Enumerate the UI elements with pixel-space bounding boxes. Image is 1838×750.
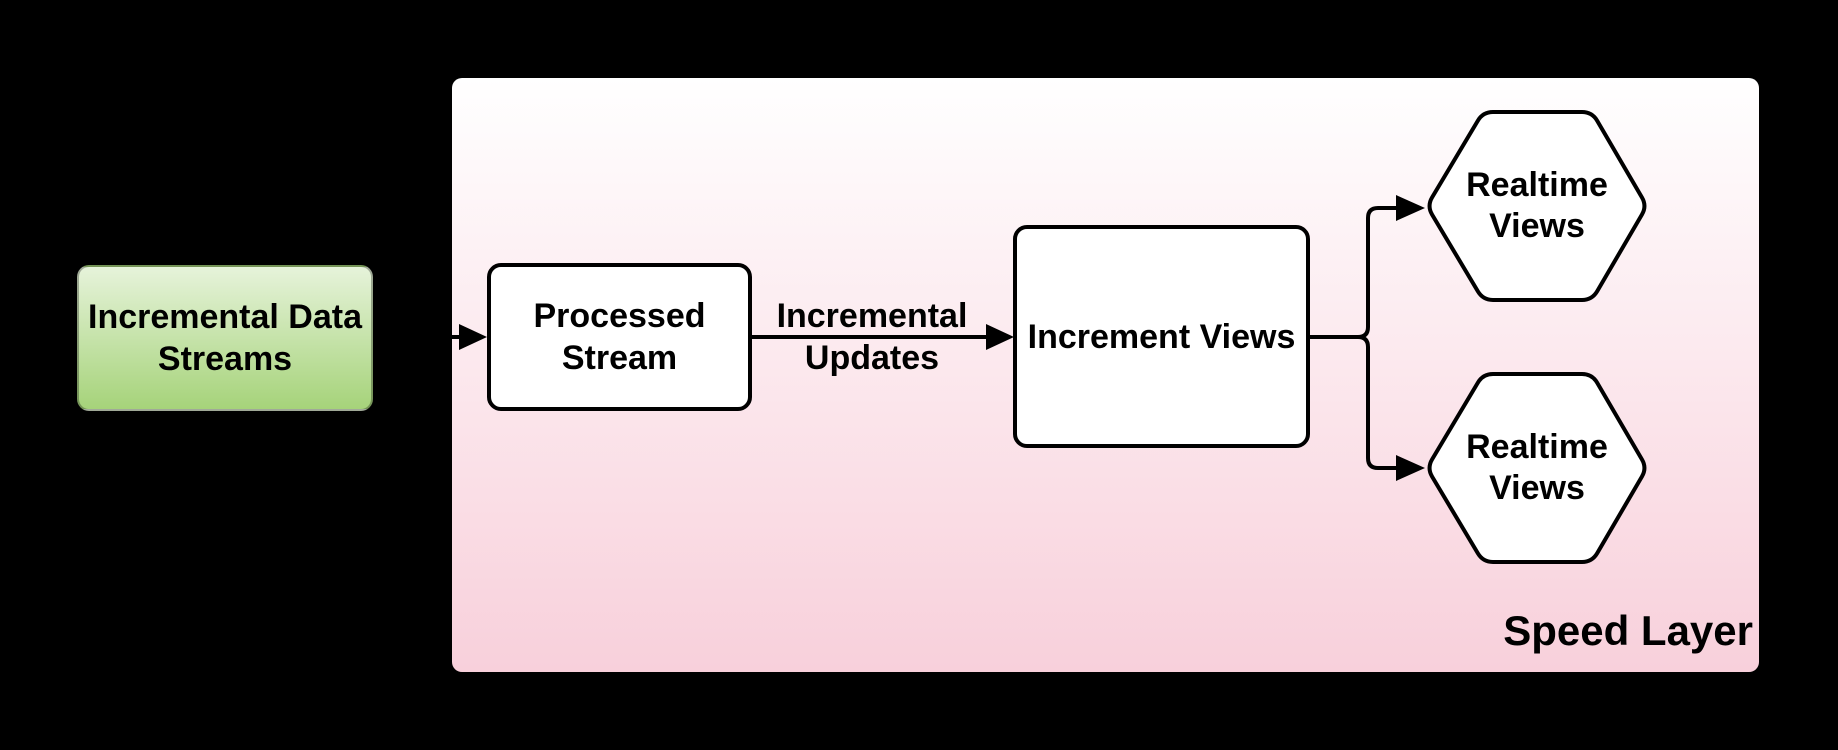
increment-views-node: Increment Views bbox=[1013, 225, 1310, 448]
processed-stream-label-line2: Stream bbox=[561, 339, 678, 377]
incremental-updates-edge-label: Incremental Updates bbox=[722, 295, 1022, 379]
realtime-views-bottom-label: Realtime Views bbox=[1427, 374, 1647, 562]
realtime-views-bottom-line1: Realtime bbox=[1466, 428, 1608, 466]
processed-stream-label-line1: Processed bbox=[533, 297, 706, 335]
speed-layer-label: Speed Layer bbox=[1503, 607, 1753, 654]
incremental-updates-line2: Updates bbox=[804, 339, 940, 377]
increment-views-label: Increment Views bbox=[1027, 317, 1296, 356]
realtime-views-top-label: Realtime Views bbox=[1427, 112, 1647, 300]
incremental-updates-line1: Incremental bbox=[776, 297, 968, 335]
incremental-data-streams-node: Incremental Data Streams bbox=[77, 265, 373, 411]
processed-stream-node: Processed Stream bbox=[487, 263, 752, 411]
realtime-views-top-line2: Views bbox=[1489, 207, 1585, 245]
incremental-data-streams-label-line2: Streams bbox=[157, 340, 293, 378]
realtime-views-bottom-line2: Views bbox=[1489, 469, 1585, 507]
incremental-data-streams-label-line1: Incremental Data bbox=[88, 298, 362, 336]
realtime-views-top-line1: Realtime bbox=[1466, 166, 1608, 204]
